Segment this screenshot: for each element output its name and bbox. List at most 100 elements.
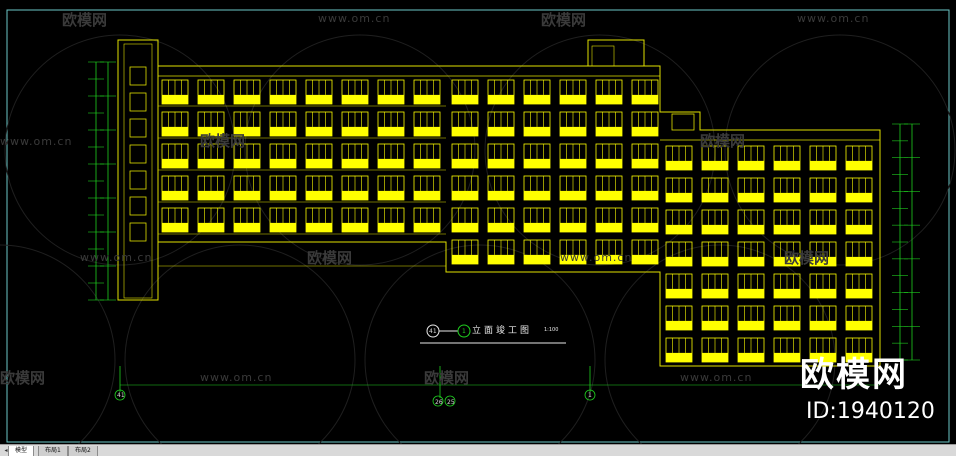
balcony-panel — [666, 288, 692, 298]
balcony-panel — [702, 256, 728, 266]
stair-window — [129, 118, 147, 138]
watermark-brand: 欧模网 — [307, 249, 353, 267]
tab-model[interactable]: 模型 — [8, 446, 35, 456]
window-unit — [451, 143, 479, 169]
window-unit — [595, 175, 623, 201]
watermark-brand: 欧模网 — [700, 132, 746, 150]
balcony-panel — [702, 224, 728, 234]
window-unit — [197, 79, 225, 105]
window-unit — [631, 111, 659, 137]
window-unit — [845, 177, 873, 203]
window-unit — [377, 143, 405, 169]
balcony-panel — [560, 254, 586, 264]
window-unit — [559, 111, 587, 137]
balcony-panel — [414, 158, 440, 168]
balcony-panel — [234, 158, 260, 168]
balcony-panel — [234, 222, 260, 232]
window-unit — [809, 241, 837, 267]
elevation-drawing[interactable] — [0, 0, 956, 444]
window-unit — [451, 79, 479, 105]
window-unit — [487, 175, 515, 201]
balcony-panel — [596, 254, 622, 264]
drawing-scale: 1:100 — [544, 327, 559, 333]
window-unit — [737, 337, 765, 363]
tab-scroll-left-icon[interactable]: ◂ — [4, 447, 8, 454]
balcony-panel — [488, 94, 514, 104]
window-unit — [809, 273, 837, 299]
stair-tower-inner — [123, 43, 153, 299]
window-unit — [737, 209, 765, 235]
balcony-panel — [846, 352, 872, 362]
balcony-panel — [306, 126, 332, 136]
building-outline — [157, 65, 881, 367]
window-unit — [305, 143, 333, 169]
title-marker — [420, 324, 566, 344]
roof-room — [587, 39, 645, 67]
window-unit — [197, 143, 225, 169]
window-unit — [559, 175, 587, 201]
window-unit — [487, 239, 515, 265]
balcony-panel — [162, 158, 188, 168]
balcony-panel — [846, 160, 872, 170]
balcony-panel — [234, 94, 260, 104]
balcony-panel — [738, 160, 764, 170]
window-unit — [631, 79, 659, 105]
watermark-url: www.om.cn — [0, 135, 73, 148]
window-unit — [809, 305, 837, 331]
grid-axis-26-label: 26 — [435, 399, 443, 406]
window-unit — [413, 143, 441, 169]
tab-layout2[interactable]: 布局2 — [68, 446, 98, 456]
window-unit — [523, 111, 551, 137]
window-unit — [665, 145, 693, 171]
balcony-panel — [846, 320, 872, 330]
window-unit — [233, 79, 261, 105]
balcony-panel — [666, 256, 692, 266]
window-unit — [487, 143, 515, 169]
balcony-panel — [198, 94, 224, 104]
balcony-panel — [452, 126, 478, 136]
balcony-panel — [560, 158, 586, 168]
window-unit — [269, 143, 297, 169]
balcony-panel — [524, 158, 550, 168]
balcony-panel — [666, 192, 692, 202]
window-unit — [595, 111, 623, 137]
balcony-panel — [596, 158, 622, 168]
window-unit — [595, 239, 623, 265]
balcony-panel — [702, 320, 728, 330]
balcony-panel — [846, 256, 872, 266]
window-unit — [233, 175, 261, 201]
balcony-panel — [234, 190, 260, 200]
balcony-panel — [270, 94, 296, 104]
balcony-panel — [632, 190, 658, 200]
balcony-panel — [666, 224, 692, 234]
balcony-panel — [738, 288, 764, 298]
balcony-panel — [560, 126, 586, 136]
watermark-brand: 欧模网 — [62, 11, 108, 29]
window-unit — [451, 207, 479, 233]
window-unit — [413, 175, 441, 201]
balcony-panel — [524, 94, 550, 104]
watermark-circle — [724, 34, 956, 266]
window-unit — [413, 207, 441, 233]
window-unit — [523, 79, 551, 105]
balcony-panel — [666, 352, 692, 362]
balcony-panel — [774, 288, 800, 298]
window-unit — [377, 175, 405, 201]
balcony-panel — [596, 190, 622, 200]
tab-layout1[interactable]: 布局1 — [38, 446, 68, 456]
balcony-panel — [524, 126, 550, 136]
window-unit — [559, 79, 587, 105]
balcony-panel — [452, 158, 478, 168]
window-unit — [595, 79, 623, 105]
window-unit — [665, 241, 693, 267]
balcony-panel — [632, 222, 658, 232]
window-unit — [377, 207, 405, 233]
balcony-panel — [488, 126, 514, 136]
balcony-panel — [378, 94, 404, 104]
watermark-brand: 欧模网 — [784, 249, 830, 267]
window-unit — [377, 79, 405, 105]
window-unit — [773, 241, 801, 267]
title-axis-left: 41 — [429, 328, 437, 335]
window-unit — [269, 111, 297, 137]
